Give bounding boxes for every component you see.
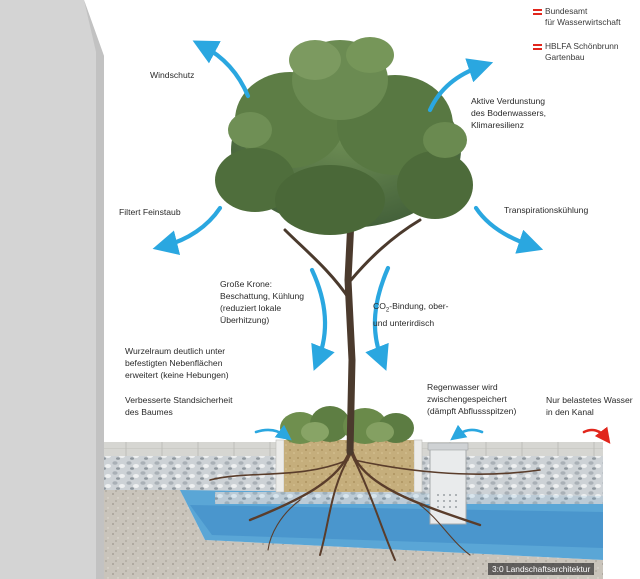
- arrow-co2: [365, 265, 391, 371]
- building-wall: [0, 0, 104, 579]
- co2-prefix: CO: [373, 301, 386, 311]
- label-verdunstung: Aktive Verdunstung des Bodenwassers, Kli…: [471, 96, 546, 130]
- rainwater-shaft: [429, 445, 467, 525]
- arrow-windschutz: [192, 40, 251, 99]
- tree-crown: [215, 37, 473, 235]
- label-regenwasser: Regenwasser wird zwischengespeichert (dä…: [427, 382, 517, 416]
- co2-rest: -Bindung, ober- und unterirdisch: [373, 301, 449, 328]
- arrow-krone: [309, 267, 335, 371]
- tree-pit-curb-right: [413, 439, 423, 493]
- label-standsicherheit: Verbesserte Standsicherheit des Baumes: [125, 395, 233, 417]
- label-krone: Große Krone: Beschattung, Kühlung (reduz…: [220, 279, 305, 325]
- austria-flag-icon: [533, 44, 542, 50]
- benefit-arrows: [152, 40, 544, 441]
- label-wurzelraum: Wurzelraum deutlich unter befestigten Ne…: [125, 346, 229, 380]
- austria-flag-icon: [533, 9, 542, 15]
- shrubs: [280, 406, 414, 444]
- arrow-kanal: [582, 426, 611, 444]
- label-transpiration: Transpirationskühlung: [504, 205, 589, 215]
- co2-subscript: 2: [385, 307, 390, 314]
- arrow-transpiration: [473, 205, 544, 254]
- tree-pit-curb-left: [275, 439, 285, 493]
- label-windschutz: Windschutz: [150, 70, 195, 80]
- base-course: [104, 490, 603, 579]
- arrow-inflow-left: [254, 424, 292, 441]
- arrow-feinstaub: [152, 205, 223, 255]
- arrow-verdunstung: [427, 58, 494, 113]
- arrow-inflow-right: [450, 424, 484, 441]
- logo-bundesamt: Bundesamt für Wasserwirtschaft: [545, 6, 621, 27]
- label-feinstaub: Filtert Feinstaub: [119, 207, 181, 217]
- label-kanal: Nur belastetes Wasser in den Kanal: [546, 395, 633, 417]
- label-co2: CO2-Bindung, ober- und unterirdisch: [373, 300, 448, 329]
- image-credit: 3:0 Landschaftsarchitektur: [488, 563, 595, 575]
- logo-hblfa: HBLFA Schönbrunn Gartenbau: [545, 41, 619, 62]
- roots: [209, 448, 541, 561]
